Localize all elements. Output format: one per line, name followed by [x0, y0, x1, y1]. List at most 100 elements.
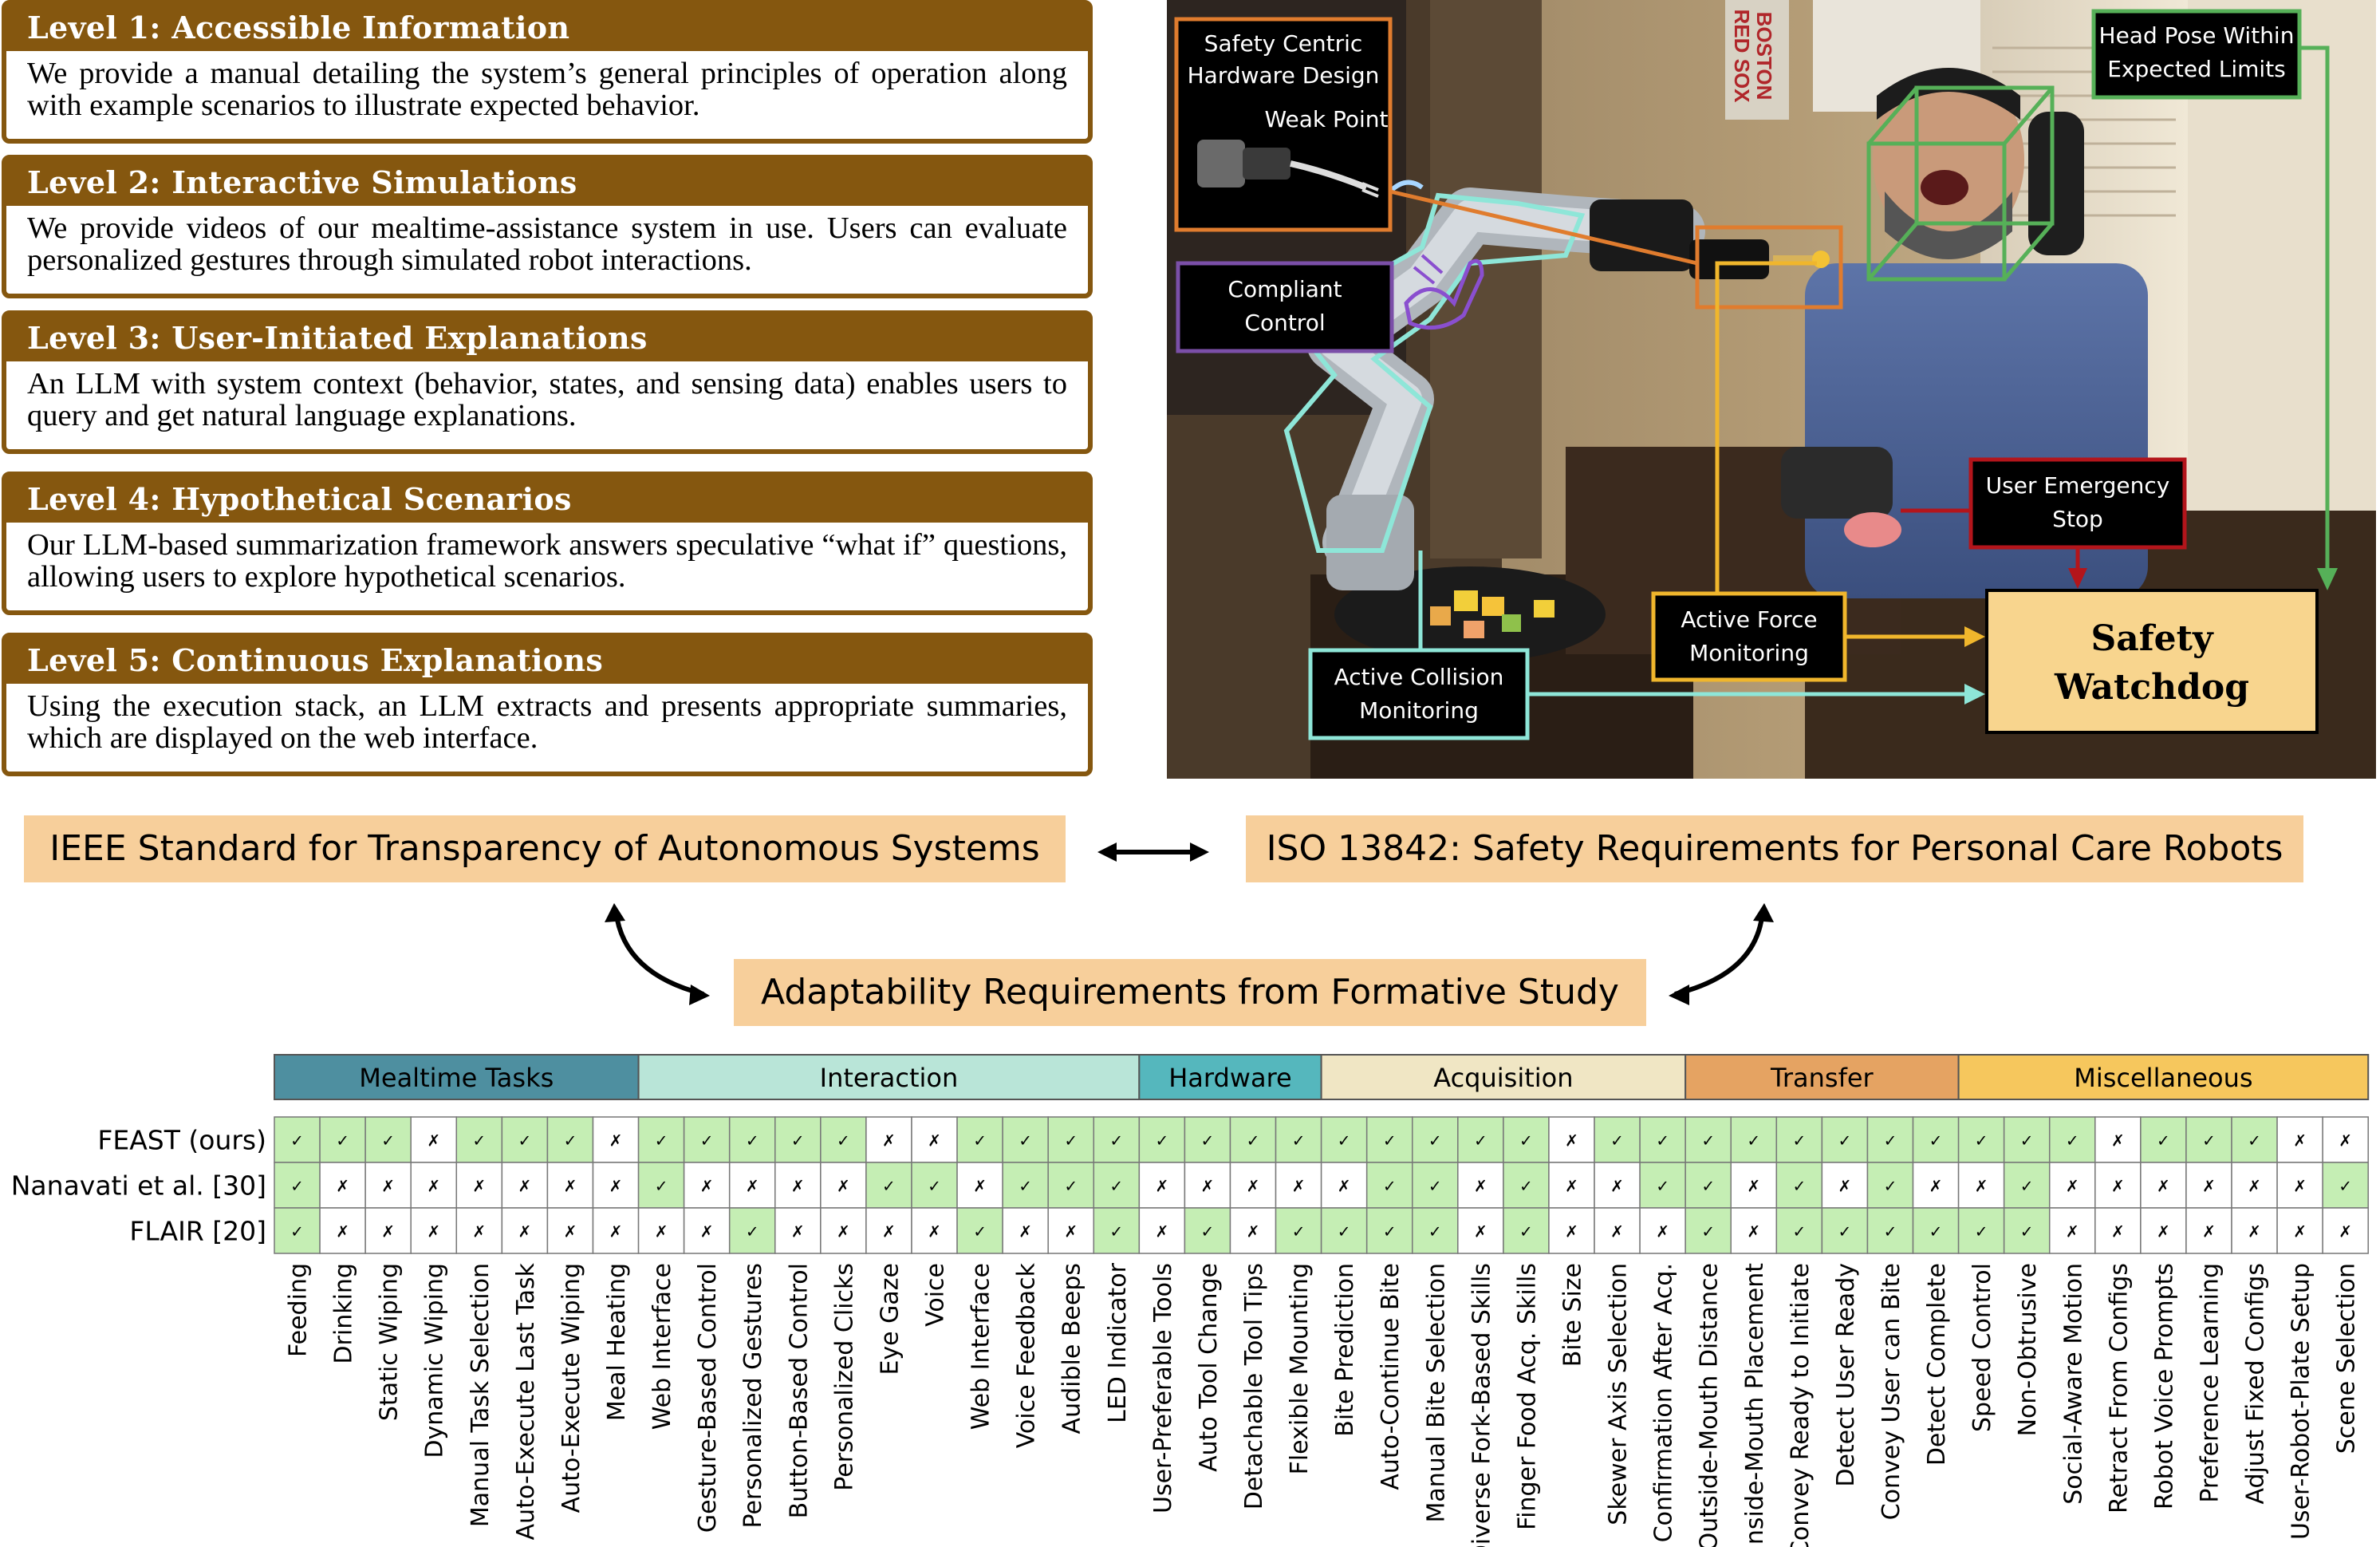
feature-cell — [1275, 1162, 1322, 1209]
feature-cell — [865, 1116, 912, 1163]
level-description: Our LLM-based summarization framework an… — [27, 528, 1067, 594]
cross-mark: ✗ — [609, 1222, 623, 1241]
cross-mark: ✗ — [2202, 1222, 2216, 1241]
active-force-callout: Active Force Monitoring — [1651, 591, 1847, 682]
group-header-label: Interaction — [820, 1063, 959, 1093]
feature-column-label: Skewer Axis Selection — [1605, 1263, 1633, 1525]
level-5-card: Level 5: Continuous Explanations Using t… — [2, 633, 1093, 776]
check-mark: ✓ — [2020, 1222, 2034, 1241]
cross-mark: ✗ — [2339, 1222, 2352, 1241]
cross-mark: ✗ — [2066, 1177, 2079, 1196]
feature-column-label: Convey User can Bite — [1878, 1263, 1905, 1520]
feature-cell — [546, 1162, 594, 1209]
check-mark: ✓ — [1064, 1177, 1078, 1196]
check-mark: ✓ — [1792, 1177, 1806, 1196]
force-label-2: Monitoring — [1689, 640, 1809, 666]
feature-column-label: Voice — [922, 1263, 950, 1327]
head-pose-connector — [2299, 45, 2330, 581]
check-mark: ✓ — [2248, 1131, 2261, 1150]
feature-cell — [2140, 1207, 2187, 1254]
feature-column-label: Diverse Fork-Based Skills — [1468, 1263, 1495, 1547]
feature-cell — [2231, 1162, 2278, 1209]
feature-cell — [2276, 1116, 2323, 1163]
check-mark: ✓ — [1383, 1222, 1397, 1241]
check-mark: ✓ — [564, 1131, 577, 1150]
feature-cell — [1093, 1207, 1141, 1254]
cross-mark: ✗ — [518, 1177, 532, 1196]
feature-cell — [1639, 1162, 1686, 1209]
feature-cell — [1320, 1162, 1368, 1209]
check-mark: ✓ — [1109, 1131, 1123, 1150]
check-mark: ✓ — [1838, 1222, 1852, 1241]
feature-column-label: Personalized Clicks — [830, 1263, 858, 1491]
cross-mark: ✗ — [700, 1177, 714, 1196]
ieee-adapt-arrow — [613, 909, 704, 996]
feature-column-label: Auto-Execute Last Task — [512, 1262, 540, 1540]
cross-mark: ✗ — [2293, 1177, 2307, 1196]
feature-cell — [2048, 1162, 2096, 1209]
cross-mark: ✗ — [1565, 1131, 1578, 1150]
check-mark: ✓ — [1792, 1222, 1806, 1241]
check-mark: ✓ — [700, 1131, 714, 1150]
feature-column-label: Personalized Gestures — [739, 1263, 767, 1529]
check-mark: ✓ — [882, 1177, 896, 1196]
feature-column-label: Meal Heating — [603, 1263, 631, 1421]
feature-cell — [1866, 1116, 1914, 1163]
check-mark: ✓ — [1519, 1177, 1533, 1196]
cross-mark: ✗ — [1565, 1222, 1578, 1241]
watchdog-label-1: Safety — [2090, 618, 2214, 659]
feature-cell — [1138, 1116, 1186, 1163]
feature-cell — [1275, 1116, 1322, 1163]
check-mark: ✓ — [1338, 1131, 1351, 1150]
feature-column-label: Drinking — [330, 1263, 358, 1364]
feature-cell — [683, 1207, 731, 1254]
compliant-label-1: Compliant — [1227, 276, 1342, 302]
feature-column-label: Scene Selection — [2333, 1263, 2361, 1454]
cross-mark: ✗ — [1474, 1177, 1488, 1196]
check-mark: ✓ — [655, 1131, 668, 1150]
cross-mark: ✗ — [700, 1222, 714, 1241]
level-1-card: Level 1: Accessible Information We provi… — [2, 0, 1093, 144]
check-mark: ✓ — [746, 1222, 759, 1241]
feature-cell — [820, 1162, 867, 1209]
check-mark: ✓ — [1656, 1131, 1669, 1150]
standards-arrows — [605, 843, 1774, 1005]
system-row-label: FLAIR [20] — [129, 1216, 266, 1247]
feature-cell — [274, 1207, 321, 1254]
cross-mark: ✗ — [609, 1131, 623, 1150]
estop-label-1: User Emergency — [1986, 472, 2170, 499]
level-description: An LLM with system context (behavior, st… — [27, 367, 1067, 432]
feature-cell — [1184, 1162, 1231, 1209]
cross-mark: ✗ — [1610, 1222, 1624, 1241]
weak-point-label: Weak Point — [1264, 106, 1388, 132]
check-mark: ✓ — [1747, 1131, 1760, 1150]
feature-cell — [410, 1116, 458, 1163]
check-mark: ✓ — [1838, 1131, 1852, 1150]
cross-mark: ✗ — [472, 1222, 486, 1241]
group-header-label: Miscellaneous — [2074, 1063, 2252, 1093]
feature-cell — [2140, 1116, 2187, 1163]
feature-cell — [364, 1162, 412, 1209]
check-mark: ✓ — [290, 1131, 304, 1150]
check-mark: ✓ — [1792, 1131, 1806, 1150]
check-mark: ✓ — [1292, 1222, 1306, 1241]
iso-standard-label: ISO 13842: Safety Requirements for Perso… — [1246, 815, 2303, 882]
cross-mark: ✗ — [609, 1177, 623, 1196]
feature-cell — [1229, 1207, 1277, 1254]
feature-column-label: Bite Size — [1558, 1263, 1586, 1367]
head-pose-callout: Head Pose Within Expected Limits — [2091, 9, 2302, 100]
cross-mark: ✗ — [472, 1177, 486, 1196]
feature-column-label: Manual Task Selection — [467, 1263, 495, 1527]
level-description: Using the execution stack, an LLM extrac… — [27, 689, 1067, 755]
feature-cell — [820, 1116, 867, 1163]
check-mark: ✓ — [1474, 1131, 1488, 1150]
feature-cell — [1457, 1207, 1504, 1254]
feature-cell — [1412, 1207, 1459, 1254]
feature-cell — [1639, 1116, 1686, 1163]
hardware-connector — [1389, 189, 1698, 266]
feature-cell — [410, 1162, 458, 1209]
cross-mark: ✗ — [2111, 1177, 2125, 1196]
feature-cell — [1730, 1116, 1778, 1163]
feature-cell — [1912, 1207, 1960, 1254]
feature-cell — [637, 1162, 685, 1209]
